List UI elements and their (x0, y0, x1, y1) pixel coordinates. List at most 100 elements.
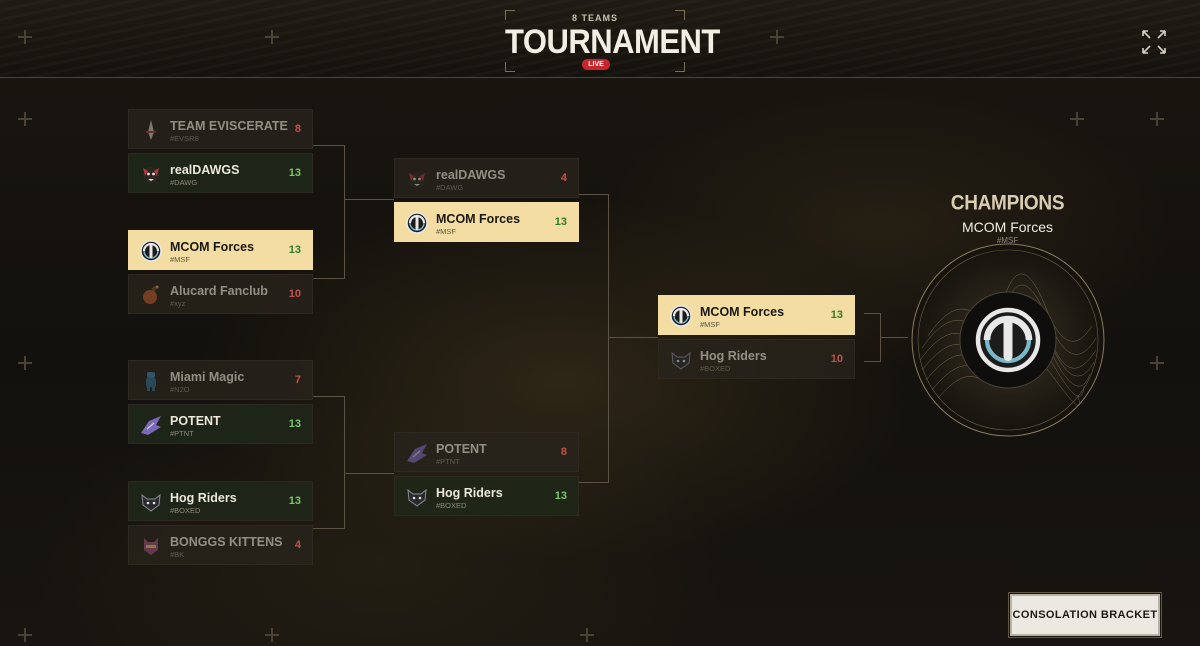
team-tag: #BOXED (436, 501, 467, 510)
team-name: realDAWGS (436, 168, 506, 182)
team-tag: #PTNT (436, 457, 460, 466)
team-tag: #DAWG (170, 178, 198, 187)
final-match: MCOM Forces #MSF 13 Hog Riders #BOXED 10 (658, 295, 855, 379)
team-name: BONGGS KITTENS (170, 535, 283, 549)
team-score: 8 (560, 446, 567, 458)
team-score: 8 (294, 123, 301, 135)
team-slot[interactable]: Alucard Fanclub #xyz 10 (128, 274, 313, 314)
team-tag: #xyz (170, 299, 186, 308)
plus-marker-icon (18, 356, 32, 370)
team-score: 10 (288, 288, 301, 300)
team-name: POTENT (436, 442, 487, 456)
kitten-icon (144, 538, 158, 555)
bracket-connector (864, 313, 880, 314)
mcom-emblem-icon (978, 310, 1038, 370)
quarterfinal-match-3: Miami Magic #N2O 7 POTENT #PTNT 13 (128, 360, 313, 444)
quarterfinal-match-1: TEAM EVISCERATE #EVSR8 8 realDAWGS #DAWG… (128, 109, 313, 193)
team-tag: #MSF (700, 320, 721, 329)
champions-panel: CHAMPIONS MCOM Forces #MSF (905, 190, 1110, 440)
team-slot[interactable]: Hog Riders #BOXED 13 (394, 476, 579, 516)
plus-marker-icon (18, 30, 32, 44)
team-name: Miami Magic (170, 370, 245, 384)
team-slot[interactable]: Miami Magic #N2O 7 (128, 360, 313, 400)
quarterfinal-match-4: Hog Riders #BOXED 13 BONGGS KITTENS #BK … (128, 481, 313, 565)
team-score: 13 (288, 167, 301, 179)
mcom-emblem-icon (139, 239, 163, 263)
magic-figure-icon (146, 372, 156, 391)
team-tag: #BOXED (700, 364, 731, 373)
plus-marker-icon (770, 30, 784, 44)
bracket-connector (313, 278, 344, 279)
tournament-subtitle: 8 TEAMS (571, 13, 618, 23)
boar-icon (141, 494, 161, 512)
champion-trophy-emblem (911, 243, 1105, 437)
plus-marker-icon (1150, 112, 1164, 126)
team-slot[interactable]: realDAWGS #DAWG 13 (128, 153, 313, 193)
team-name: Hog Riders (170, 491, 237, 505)
team-score: 13 (554, 490, 567, 502)
team-slot[interactable]: BONGGS KITTENS #BK 4 (128, 525, 313, 565)
bracket-connector (864, 361, 880, 362)
team-name: Hog Riders (436, 486, 503, 500)
champion-team-tag: #MSF (996, 236, 1019, 245)
semifinal-match-2: POTENT #PTNT 8 Hog Riders #BOXED 13 (394, 432, 579, 516)
plus-marker-icon (18, 628, 32, 642)
team-score: 13 (554, 216, 567, 228)
team-slot[interactable]: Hog Riders #BOXED 10 (658, 339, 855, 379)
dog-icon (409, 172, 425, 188)
plus-marker-icon (1070, 112, 1084, 126)
frame-corner (675, 62, 685, 72)
team-slot[interactable]: POTENT #PTNT 8 (394, 432, 579, 472)
team-name: Alucard Fanclub (170, 284, 268, 298)
potent-wing-icon (406, 443, 428, 464)
mcom-emblem-icon (405, 211, 429, 235)
team-score: 4 (294, 539, 301, 551)
bracket-connector (579, 194, 608, 195)
team-name: POTENT (170, 414, 221, 428)
team-tag: #DAWG (436, 183, 464, 192)
team-slot[interactable]: MCOM Forces #MSF 13 (658, 295, 855, 335)
fullscreen-button[interactable] (1140, 28, 1168, 56)
team-slot[interactable]: MCOM Forces #MSF 13 (394, 202, 579, 242)
team-score: 13 (830, 309, 843, 321)
plus-marker-icon (18, 112, 32, 126)
team-name: realDAWGS (170, 163, 240, 177)
team-tag: #PTNT (170, 429, 194, 438)
team-name: Hog Riders (700, 349, 767, 363)
frame-corner (675, 10, 685, 20)
team-name: MCOM Forces (700, 305, 785, 319)
live-badge: LIVE (582, 59, 610, 70)
team-slot[interactable]: Hog Riders #BOXED 13 (128, 481, 313, 521)
team-tag: #BOXED (170, 506, 201, 515)
team-score: 13 (288, 244, 301, 256)
team-slot[interactable]: POTENT #PTNT 13 (128, 404, 313, 444)
tournament-title: TOURNAMENT (505, 22, 720, 61)
bracket-connector (880, 337, 908, 338)
team-name: TEAM EVISCERATE (170, 119, 288, 133)
team-slot[interactable]: realDAWGS #DAWG 4 (394, 158, 579, 198)
team-tag: #MSF (170, 255, 191, 264)
bracket-connector (313, 396, 344, 397)
team-score: 4 (560, 172, 567, 184)
team-score: 7 (294, 374, 301, 386)
team-tag: #N2O (170, 385, 190, 394)
plus-marker-icon (1150, 356, 1164, 370)
champions-heading: CHAMPIONS (950, 191, 1065, 215)
bracket-connector (608, 337, 658, 338)
team-tag: #EVSR8 (170, 134, 199, 143)
team-score: 13 (288, 495, 301, 507)
team-score: 13 (288, 418, 301, 430)
bracket-connector (579, 482, 608, 483)
bracket-connector (344, 396, 345, 529)
plus-marker-icon (265, 30, 279, 44)
consolation-bracket-button[interactable]: CONSOLATION BRACKET (1008, 592, 1162, 638)
bracket-connector (608, 194, 609, 483)
frame-corner (505, 62, 515, 72)
bracket-connector (313, 145, 344, 146)
mcom-emblem-icon (669, 304, 693, 328)
team-slot[interactable]: TEAM EVISCERATE #EVSR8 8 (128, 109, 313, 149)
bracket-connector (313, 528, 344, 529)
boar-icon (671, 352, 691, 370)
team-slot[interactable]: MCOM Forces #MSF 13 (128, 230, 313, 270)
frame-corner (505, 10, 515, 20)
